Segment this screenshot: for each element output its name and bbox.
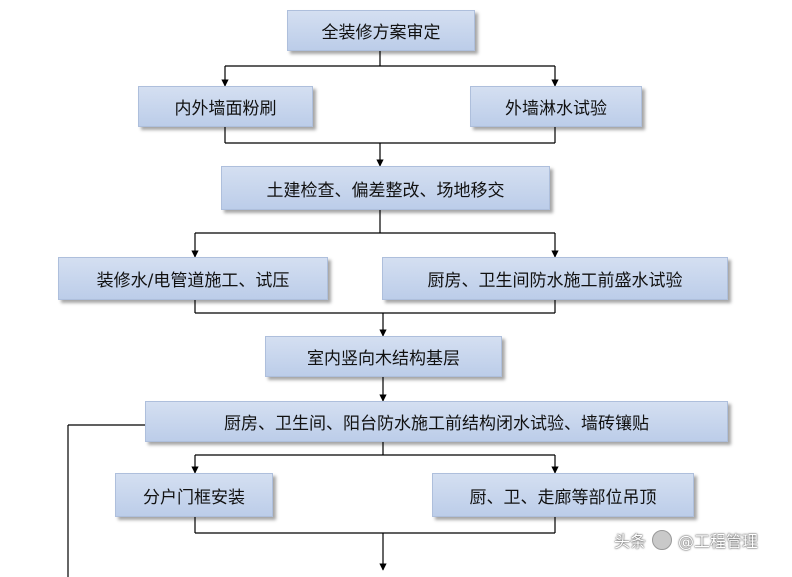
step-label: 厨房、卫生间防水施工前盛水试验 — [427, 271, 683, 291]
watermark-source: 头条 — [614, 532, 647, 551]
step-exterior-wall-water-test: 外墙淋水试验 — [470, 86, 642, 127]
step-label: 厨、卫、走廊等部位吊顶 — [469, 487, 657, 508]
step-door-frame-install: 分户门框安装 — [115, 473, 273, 517]
watermark-logo-icon — [652, 530, 673, 550]
step-indoor-wood-base: 室内竖向木结构基层 — [265, 336, 502, 377]
step-ceiling-install: 厨、卫、走廊等部位吊顶 — [432, 473, 694, 517]
step-pipe-construction: 装修水/电管道施工、试压 — [58, 257, 328, 300]
step-label: 外墙淋水试验 — [505, 99, 607, 119]
step-label: 全装修方案审定 — [321, 23, 441, 43]
step-label: 土建检查、偏差整改、场地移交 — [266, 180, 505, 201]
watermark-handle: @工程管理 — [678, 532, 759, 551]
step-label: 室内竖向木结构基层 — [307, 349, 460, 369]
step-kitchen-bath-water-test: 厨房、卫生间防水施工前盛水试验 — [382, 257, 728, 300]
step-wall-plastering: 内外墙面粉刷 — [138, 86, 313, 127]
step-label: 分户门框安装 — [143, 487, 245, 508]
step-label: 厨房、卫生间、阳台防水施工前结构闭水试验、墙砖镶贴 — [224, 414, 649, 434]
step-label: 装修水/电管道施工、试压 — [96, 271, 290, 291]
step-waterproof-closed-test: 厨房、卫生间、阳台防水施工前结构闭水试验、墙砖镶贴 — [145, 401, 728, 442]
step-civil-inspection: 土建检查、偏差整改、场地移交 — [221, 166, 550, 210]
watermark: 头条 @工程管理 — [614, 528, 758, 552]
step-label: 内外墙面粉刷 — [174, 99, 277, 119]
step-full-decoration-plan-approval: 全装修方案审定 — [287, 10, 475, 51]
